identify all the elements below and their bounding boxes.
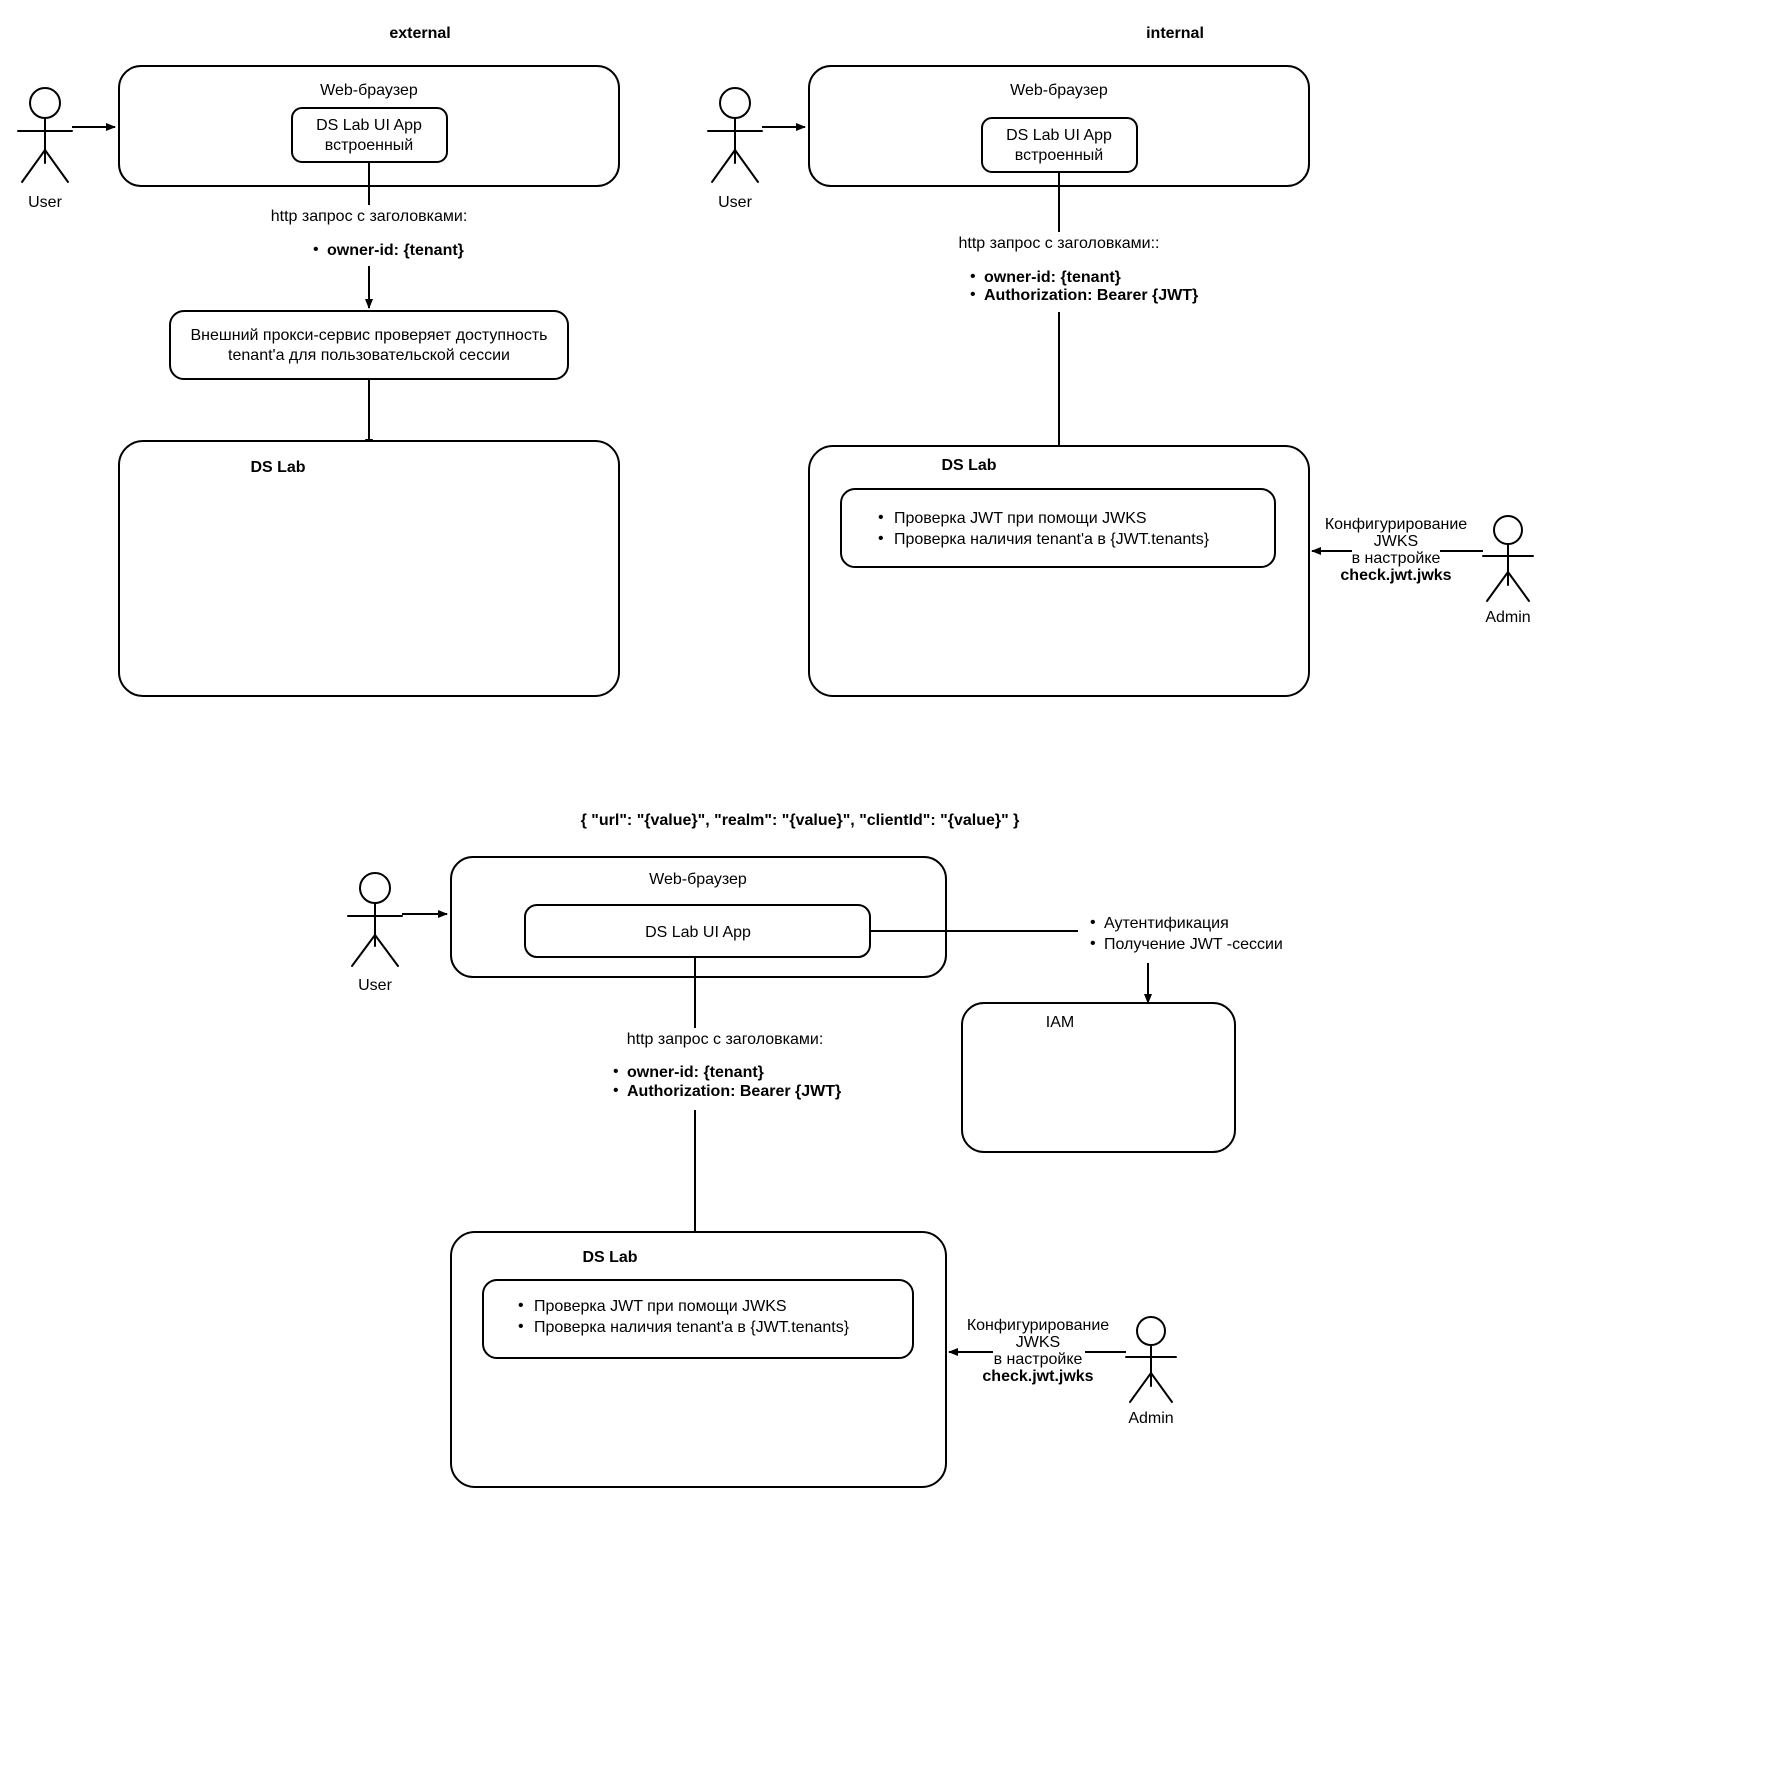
web-browser-label-internal: Web-браузер bbox=[1010, 82, 1108, 99]
web-browser-label-external: Web-браузер bbox=[320, 82, 418, 99]
admin-note-line4-internal: check.jwt.jwks bbox=[1340, 567, 1451, 584]
bullet-dot-icon-iam-0: • bbox=[1090, 914, 1096, 931]
admin-note-line3-internal: в настройке bbox=[1352, 550, 1441, 567]
bullet-dot-icon-internal-check-0: • bbox=[878, 509, 884, 526]
admin-actor-icon-internal bbox=[1482, 515, 1534, 602]
iam-container-bottom bbox=[961, 1002, 1236, 1153]
header-item-internal-0: owner-id: {tenant} bbox=[984, 269, 1121, 286]
bullet-dot-icon-bottom-check-1: • bbox=[518, 1318, 524, 1335]
user-actor-icon-internal bbox=[707, 87, 763, 183]
ds-lab-container-bottom bbox=[450, 1231, 947, 1488]
admin-note-line1-bottom: Конфигурирование bbox=[967, 1317, 1109, 1334]
ds-lab-checks-box-internal bbox=[840, 488, 1276, 568]
admin-actor-icon-bottom bbox=[1125, 1316, 1177, 1403]
bullet-dot-icon-bottom-header-1: • bbox=[613, 1082, 619, 1099]
external-proxy-box bbox=[169, 310, 569, 380]
http-request-label-external: http запрос с заголовками: bbox=[271, 208, 468, 225]
ds-lab-checks-box-bottom bbox=[482, 1279, 914, 1359]
ds-lab-label-internal: DS Lab bbox=[941, 457, 996, 474]
bullet-dot-icon-external-header-0: • bbox=[313, 241, 319, 258]
external-proxy-line2: tenant'a для пользовательской сессии bbox=[228, 347, 510, 364]
iam-bullet-0: Аутентификация bbox=[1104, 915, 1229, 932]
user-actor-icon-external bbox=[17, 87, 73, 183]
iam-label-bottom: IAM bbox=[1046, 1014, 1074, 1031]
ds-lab-check-bottom-0: Проверка JWT при помощи JWKS bbox=[534, 1298, 787, 1315]
config-json-note-bottom: { "url": "{value}", "realm": "{value}", … bbox=[581, 812, 1020, 829]
ds-lab-ui-app-line2-internal: встроенный bbox=[1015, 147, 1103, 164]
admin-note-line4-bottom: check.jwt.jwks bbox=[982, 1368, 1093, 1385]
bullet-dot-icon-internal-header-0: • bbox=[970, 268, 976, 285]
header-item-bottom-0: owner-id: {tenant} bbox=[627, 1064, 764, 1081]
ds-lab-check-internal-0: Проверка JWT при помощи JWKS bbox=[894, 510, 1147, 527]
ds-lab-ui-app-label-bottom: DS Lab UI App bbox=[645, 924, 751, 941]
admin-actor-label-internal: Admin bbox=[1485, 609, 1530, 626]
header-item-bottom-1: Authorization: Bearer {JWT} bbox=[627, 1083, 841, 1100]
iam-bullet-1: Получение JWT -сессии bbox=[1104, 936, 1283, 953]
admin-note-line1-internal: Конфигурирование bbox=[1325, 516, 1467, 533]
ds-lab-label-external: DS Lab bbox=[250, 459, 305, 476]
bullet-dot-icon-internal-check-1: • bbox=[878, 530, 884, 547]
user-actor-icon-bottom bbox=[347, 872, 403, 967]
ds-lab-check-bottom-1: Проверка наличия tenant'a в {JWT.tenants… bbox=[534, 1319, 850, 1336]
ds-lab-container-external bbox=[118, 440, 620, 697]
bullet-dot-icon-bottom-check-0: • bbox=[518, 1297, 524, 1314]
section-title-external: external bbox=[389, 25, 450, 42]
admin-actor-label-bottom: Admin bbox=[1128, 1410, 1173, 1427]
ds-lab-ui-app-line1-external: DS Lab UI App bbox=[316, 117, 422, 134]
header-item-external-0: owner-id: {tenant} bbox=[327, 242, 464, 259]
user-actor-label-external: User bbox=[28, 194, 62, 211]
http-request-label-bottom: http запрос с заголовками: bbox=[627, 1031, 824, 1048]
bullet-dot-icon-internal-header-1: • bbox=[970, 286, 976, 303]
admin-note-line3-bottom: в настройке bbox=[994, 1351, 1083, 1368]
ds-lab-check-internal-1: Проверка наличия tenant'a в {JWT.tenants… bbox=[894, 531, 1210, 548]
user-actor-label-bottom: User bbox=[358, 977, 392, 994]
user-actor-label-internal: User bbox=[718, 194, 752, 211]
external-proxy-line1: Внешний прокси-сервис проверяет доступно… bbox=[191, 327, 548, 344]
ds-lab-label-bottom: DS Lab bbox=[582, 1249, 637, 1266]
bullet-dot-icon-bottom-header-0: • bbox=[613, 1063, 619, 1080]
section-title-internal: internal bbox=[1146, 25, 1204, 42]
web-browser-label-bottom: Web-браузер bbox=[649, 871, 747, 888]
header-item-internal-1: Authorization: Bearer {JWT} bbox=[984, 287, 1198, 304]
bullet-dot-icon-iam-1: • bbox=[1090, 935, 1096, 952]
ds-lab-ui-app-line2-external: встроенный bbox=[325, 137, 413, 154]
http-request-label-internal: http запрос с заголовками:: bbox=[959, 235, 1160, 252]
ds-lab-ui-app-line1-internal: DS Lab UI App bbox=[1006, 127, 1112, 144]
admin-note-line2-bottom: JWKS bbox=[1016, 1334, 1060, 1351]
ds-lab-container-internal bbox=[808, 445, 1310, 697]
admin-note-line2-internal: JWKS bbox=[1374, 533, 1418, 550]
